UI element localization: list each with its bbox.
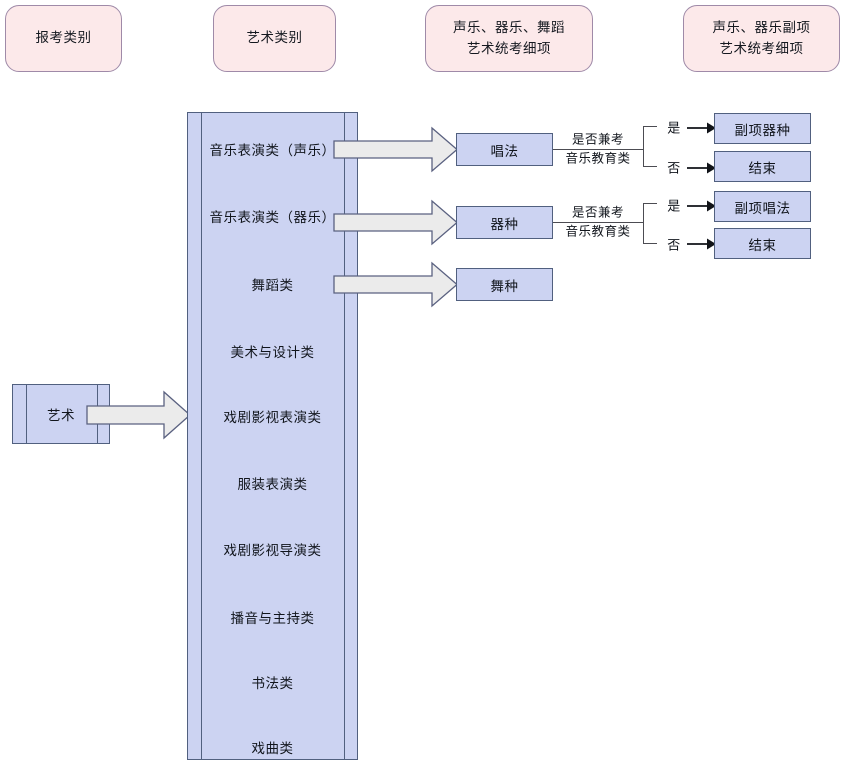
decision1-question-line1: 是否兼考 <box>571 131 625 147</box>
category-item-drama-film-direct[interactable]: 戏剧影视导演类 <box>223 543 322 559</box>
category-item-drama-film-acting[interactable]: 戏剧影视表演类 <box>223 410 322 426</box>
decision1-no-line <box>643 166 657 167</box>
terminal-node-minor-singing[interactable]: 副项唱法 <box>714 191 811 222</box>
block-arrow-dance-to-dance-type <box>333 261 459 308</box>
category-item-calligraphy[interactable]: 书法类 <box>251 676 294 692</box>
decision1-branch-bracket <box>643 126 644 167</box>
decision2-question-line2: 音乐教育类 <box>565 224 631 239</box>
detail-node-singing-style[interactable]: 唱法 <box>456 133 553 166</box>
column-header-main-detail: 声乐、器乐、舞蹈 艺术统考细项 <box>425 5 593 72</box>
terminal-node-end-2-label: 结束 <box>748 237 777 254</box>
terminal-node-end-1-label: 结束 <box>748 160 777 177</box>
column-header-main-detail-line1: 声乐、器乐、舞蹈 <box>453 20 565 37</box>
column-header-main-detail-line2: 艺术统考细项 <box>467 40 551 57</box>
category-item-fashion-show[interactable]: 服装表演类 <box>237 477 308 493</box>
detail-node-instrument-type-label: 器种 <box>490 216 519 233</box>
detail-node-dance-type[interactable]: 舞种 <box>456 268 553 301</box>
decision1-yes-line <box>643 126 657 127</box>
block-arrow-start-to-categories <box>86 390 192 440</box>
category-container-left-bar <box>201 113 202 759</box>
category-item-broadcasting[interactable]: 播音与主持类 <box>230 611 315 627</box>
detail-node-instrument-type[interactable]: 器种 <box>456 206 553 239</box>
block-arrow-vocal-to-singing-style <box>333 126 459 173</box>
decision2-no-line <box>643 243 657 244</box>
decision2-yes-arrow <box>687 198 717 214</box>
decision1-stem-line <box>553 149 643 150</box>
decision1-yes-label: 是 <box>667 121 681 137</box>
art-category-container[interactable]: 音乐表演类（声乐） 音乐表演类（器乐） 舞蹈类 美术与设计类 戏剧影视表演类 服… <box>187 112 358 760</box>
terminal-node-end-1[interactable]: 结束 <box>714 151 811 182</box>
category-item-chinese-opera[interactable]: 戏曲类 <box>251 741 294 757</box>
column-header-art-category: 艺术类别 <box>213 5 336 72</box>
category-item-dance[interactable]: 舞蹈类 <box>251 278 294 294</box>
column-header-minor-detail: 声乐、器乐副项 艺术统考细项 <box>683 5 840 72</box>
terminal-node-end-2[interactable]: 结束 <box>714 228 811 259</box>
terminal-node-minor-instrument-label: 副项器种 <box>734 122 791 139</box>
category-container-right-bar <box>344 113 345 759</box>
terminal-node-minor-singing-label: 副项唱法 <box>734 200 791 217</box>
decision2-question-line1: 是否兼考 <box>571 204 625 220</box>
column-header-application-category: 报考类别 <box>5 5 122 72</box>
category-item-music-vocal[interactable]: 音乐表演类（声乐） <box>209 143 336 159</box>
decision1-no-arrow <box>687 160 717 176</box>
decision1-yes-arrow <box>687 120 717 136</box>
category-item-fine-arts-design[interactable]: 美术与设计类 <box>230 345 315 361</box>
decision2-question: 是否兼考 音乐教育类 <box>565 203 630 242</box>
decision2-no-arrow <box>687 236 717 252</box>
decision2-stem-line <box>553 222 643 223</box>
column-header-application-category-label: 报考类别 <box>35 30 92 47</box>
decision2-yes-line <box>643 203 657 204</box>
decision2-no-label: 否 <box>667 238 681 254</box>
start-node-label: 艺术 <box>47 408 75 424</box>
decision2-yes-label: 是 <box>667 199 681 215</box>
decision2-branch-bracket <box>643 203 644 244</box>
column-header-minor-detail-line2: 艺术统考细项 <box>719 40 804 57</box>
category-item-music-instrument[interactable]: 音乐表演类（器乐） <box>209 210 336 226</box>
terminal-node-minor-instrument[interactable]: 副项器种 <box>714 113 811 144</box>
block-arrow-instrument-to-instrument-type <box>333 199 459 246</box>
decision1-no-label: 否 <box>667 161 681 177</box>
decision1-question-line2: 音乐教育类 <box>565 151 631 166</box>
proc-left-bar <box>26 385 27 443</box>
column-header-minor-detail-line1: 声乐、器乐副项 <box>712 20 811 37</box>
detail-node-dance-type-label: 舞种 <box>490 278 519 295</box>
column-header-art-category-label: 艺术类别 <box>246 30 303 47</box>
detail-node-singing-style-label: 唱法 <box>490 143 519 160</box>
decision1-question: 是否兼考 音乐教育类 <box>565 130 630 169</box>
